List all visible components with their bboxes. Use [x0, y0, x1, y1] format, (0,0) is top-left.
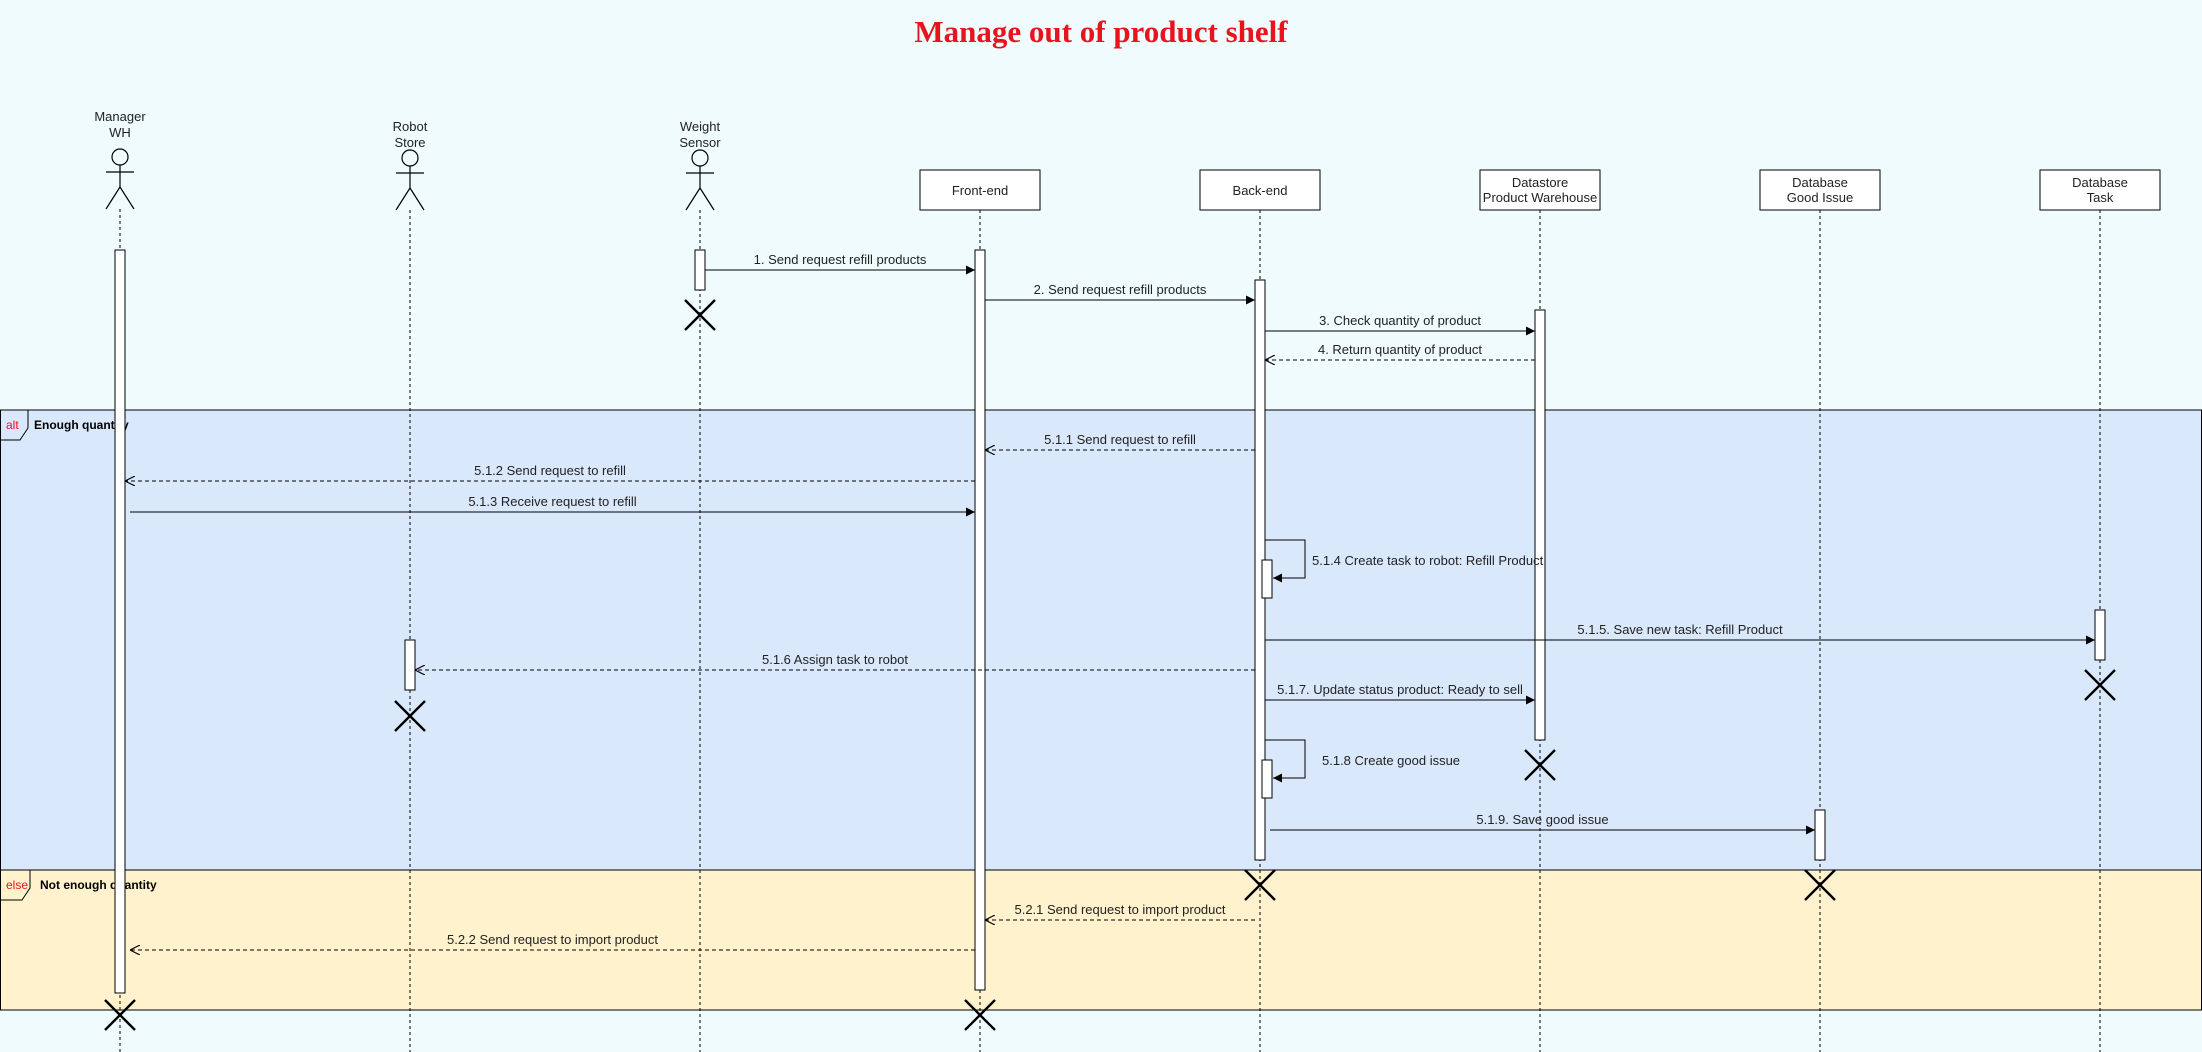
- participant-box: [2039, 169, 2161, 211]
- participant-label: Back-end: [1233, 183, 1288, 198]
- participant-label: Product Warehouse: [1483, 190, 1597, 205]
- participant-label: WH: [109, 125, 131, 140]
- else-region: [0, 869, 2202, 1011]
- destroy-marker: [394, 700, 426, 732]
- message-label: 5.1.7. Update status product: Ready to s…: [1277, 682, 1523, 697]
- destroy-marker: [964, 999, 996, 1031]
- participant-label: Front-end: [952, 183, 1008, 198]
- activation-bar: [404, 639, 416, 691]
- message-label: 5.1.9. Save good issue: [1476, 812, 1608, 827]
- actor-icon: [685, 149, 715, 211]
- participant-label: Weight: [680, 119, 721, 134]
- message-label: 5.1.4 Create task to robot: Refill Produ…: [1312, 553, 1544, 568]
- fragment-guard: Enough quantity: [34, 418, 129, 432]
- activation-bar: [2094, 609, 2106, 661]
- message-15: 5.2.2 Send request to import product: [130, 932, 975, 950]
- message-11: 5.1.7. Update status product: Ready to s…: [1265, 682, 1535, 705]
- activation-bar: [1814, 809, 1826, 861]
- fragment-guard: Not enough quantity: [40, 878, 157, 892]
- destroy-marker: [684, 299, 716, 331]
- message-arrow: [1265, 539, 1306, 583]
- activation-bar: [1261, 759, 1273, 799]
- message-arrow: [1265, 739, 1306, 783]
- destroy-marker: [1244, 869, 1276, 901]
- actor-icon: [395, 149, 425, 211]
- fragment-keyword: else: [6, 878, 28, 892]
- destroy-marker: [1804, 869, 1836, 901]
- fragment-tab: [0, 869, 31, 901]
- message-label: 5.1.5. Save new task: Refill Product: [1577, 622, 1783, 637]
- diagram-title: Manage out of product shelf: [914, 14, 1288, 49]
- message-label: 5.2.2 Send request to import product: [447, 932, 658, 947]
- message-13: 5.1.9. Save good issue: [1270, 812, 1815, 835]
- message-12: 5.1.8 Create good issue: [1265, 739, 1460, 783]
- participant-label: Manager: [94, 109, 146, 124]
- message-14: 5.2.1 Send request to import product: [985, 902, 1255, 920]
- message-3: 3. Check quantity of product: [1265, 313, 1535, 336]
- message-label: 5.2.1 Send request to import product: [1014, 902, 1225, 917]
- message-label: 5.1.6 Assign task to robot: [762, 652, 908, 667]
- activation-bar: [1261, 559, 1273, 599]
- destroy-marker: [2084, 669, 2116, 701]
- participant-label: Database: [2072, 175, 2128, 190]
- message-4: 4. Return quantity of product: [1265, 342, 1535, 360]
- destroy-marker: [1524, 749, 1556, 781]
- actor-icon: [105, 148, 135, 210]
- destroy-marker: [104, 999, 136, 1031]
- activation-bar: [114, 249, 126, 994]
- message-2: 2. Send request refill products: [985, 282, 1255, 305]
- message-label: 3. Check quantity of product: [1319, 313, 1481, 328]
- message-label: 5.1.3 Receive request to refill: [468, 494, 636, 509]
- message-label: 2. Send request refill products: [1034, 282, 1207, 297]
- activation-bar: [974, 249, 986, 991]
- message-9: 5.1.5. Save new task: Refill Product: [1265, 622, 2095, 645]
- message-8: 5.1.4 Create task to robot: Refill Produ…: [1265, 539, 1544, 583]
- message-label: 4. Return quantity of product: [1318, 342, 1482, 357]
- message-label: 1. Send request refill products: [754, 252, 927, 267]
- participant-label: Task: [2087, 190, 2114, 205]
- message-label: 5.1.2 Send request to refill: [474, 463, 626, 478]
- activation-bar: [1534, 309, 1546, 741]
- participant-label: Database: [1792, 175, 1848, 190]
- message-label: 5.1.1 Send request to refill: [1044, 432, 1196, 447]
- participant-box: [919, 169, 1041, 211]
- message-1: 1. Send request refill products: [705, 252, 975, 275]
- participant-label: Robot: [393, 119, 428, 134]
- participant-label: Store: [394, 135, 425, 150]
- participant-label: Good Issue: [1787, 190, 1854, 205]
- message-5: 5.1.1 Send request to refill: [985, 432, 1255, 450]
- message-6: 5.1.2 Send request to refill: [125, 463, 975, 481]
- fragment-keyword: alt: [6, 418, 19, 432]
- message-label: 5.1.8 Create good issue: [1322, 753, 1460, 768]
- participant-label: Datastore: [1512, 175, 1568, 190]
- participant-box: [1199, 169, 1321, 211]
- message-7: 5.1.3 Receive request to refill: [130, 494, 975, 517]
- participant-label: Sensor: [679, 135, 721, 150]
- message-10: 5.1.6 Assign task to robot: [415, 652, 1255, 670]
- fragment-tab: [0, 409, 29, 441]
- activation-bar: [694, 249, 706, 291]
- participant-box: [1479, 169, 1601, 211]
